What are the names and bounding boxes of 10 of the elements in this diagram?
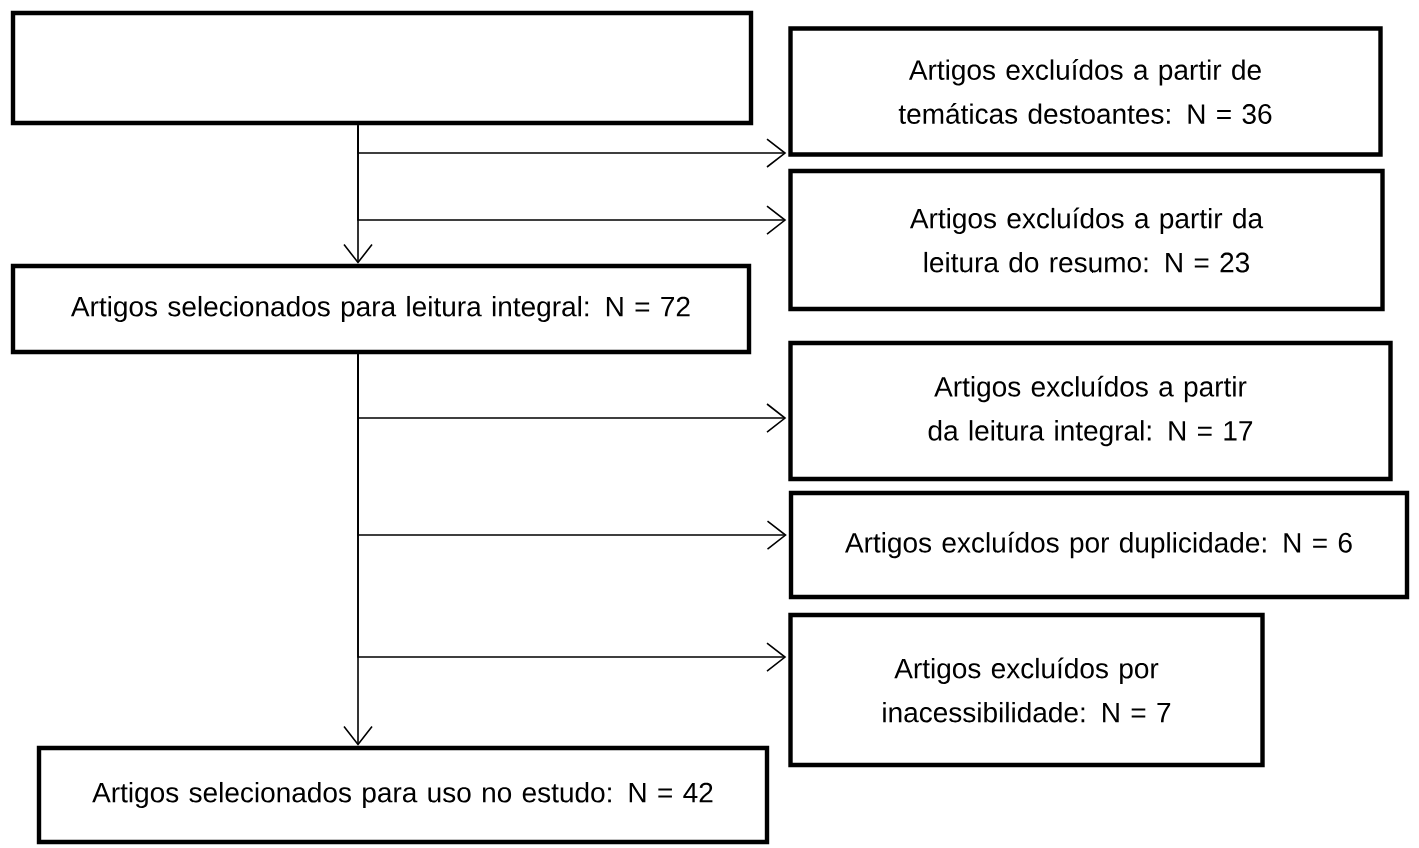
arrow [343,124,373,264]
process-box: Artigos excluídos a partir da leitura do resumo: N = 23 [788,168,1385,312]
empty-box [10,10,754,126]
arrow [343,353,373,746]
process-box: Artigos excluídos por duplicidade: N = 6 [788,490,1410,600]
process-box: Artigos selecionados para uso no estudo: N = 42 [36,745,770,845]
process-box: Artigos excluídos a partir da leitura integral: N = 17 [788,340,1393,482]
process-box: Artigos excluídos por inacessibilidade: N = 7 [788,612,1265,768]
process-box: Artigos excluídos a partir de temáticas destoantes: N = 36 [788,26,1383,157]
process-box: Artigos selecionados para leitura integral: N = 72 [10,263,752,355]
